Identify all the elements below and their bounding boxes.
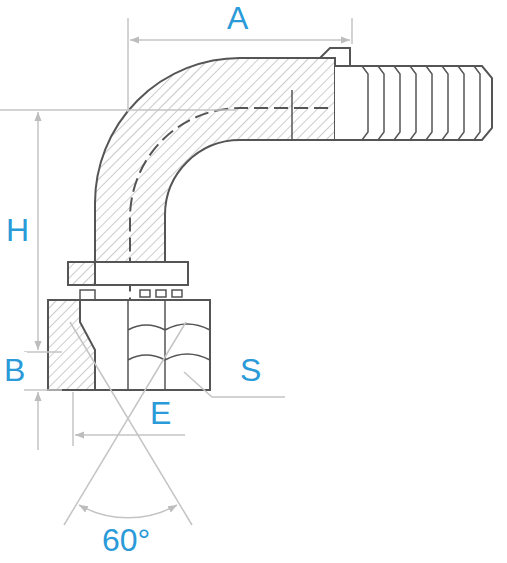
nut-collar: [68, 262, 188, 285]
ridge: [362, 66, 368, 140]
dimension-label: 60°: [100, 522, 152, 559]
dimension-label: S: [238, 352, 263, 389]
seat: [80, 290, 95, 300]
ridge: [394, 66, 400, 140]
dimension-label: H: [4, 212, 31, 249]
dimension-label: B: [2, 352, 27, 389]
ridge: [378, 66, 384, 140]
elbow-body: [95, 58, 335, 262]
collar-teeth: [140, 290, 182, 297]
nut-collar-section: [68, 262, 95, 285]
hex-facets: [128, 300, 210, 390]
ridge: [426, 66, 432, 140]
ridge: [442, 66, 448, 140]
collar: [320, 48, 350, 66]
tail-ridges: [362, 66, 480, 140]
hose-tail: [335, 66, 492, 140]
dimension-label: A: [225, 0, 250, 37]
hex-nut: [48, 300, 210, 390]
nut-section: [48, 300, 95, 390]
dimension-lines: [0, 18, 352, 525]
tube-step: [291, 90, 293, 140]
ridge: [474, 66, 480, 140]
ridge: [410, 66, 416, 140]
ridge: [458, 66, 464, 140]
dimension-label: E: [148, 395, 173, 432]
